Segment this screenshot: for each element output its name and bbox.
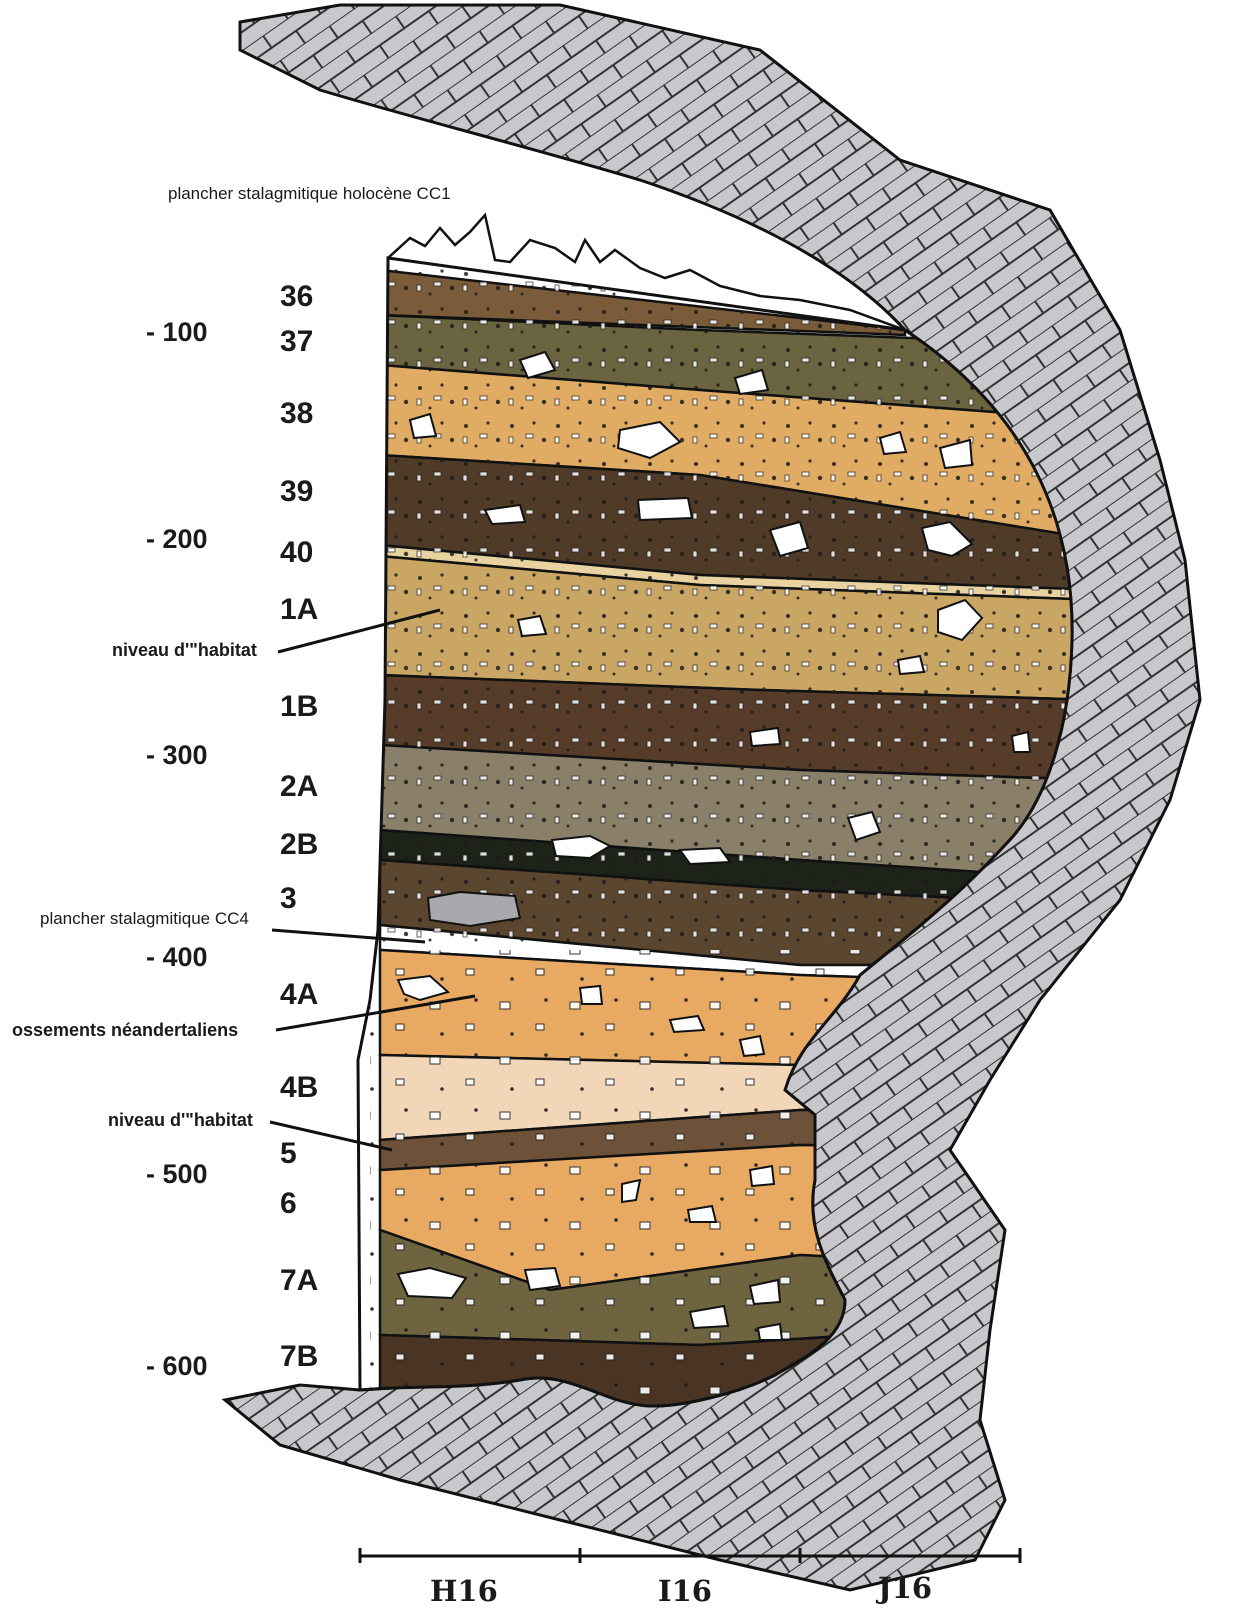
- flowstone-cc4-label: plancher stalagmitique CC4: [40, 909, 249, 928]
- layer-label: 4B: [280, 1071, 318, 1104]
- layer-label: 6: [280, 1187, 297, 1220]
- grid-square-label: J16: [875, 1571, 932, 1605]
- grid-square-label: H16: [430, 1574, 498, 1608]
- layer-label: 2B: [280, 828, 318, 861]
- depth-label: - 400: [146, 942, 208, 972]
- layer-label: 40: [280, 536, 313, 569]
- layer-label: 1B: [280, 690, 318, 723]
- layer-label: 3: [280, 882, 297, 915]
- layer-label: 4A: [280, 978, 318, 1011]
- layer-label: 7A: [280, 1264, 318, 1297]
- depth-label: - 300: [146, 740, 208, 770]
- depth-label: - 600: [146, 1351, 208, 1381]
- habitat-level-1a-label: niveau d'"habitat: [112, 640, 257, 660]
- layer-label: 36: [280, 280, 313, 313]
- layer-label: 7B: [280, 1340, 318, 1373]
- layer-label: 39: [280, 475, 313, 508]
- layer-label: 38: [280, 397, 313, 430]
- depth-label: - 500: [146, 1159, 208, 1189]
- layer-label: 5: [280, 1137, 297, 1170]
- grid-square-label: I16: [658, 1574, 712, 1608]
- neandertal-bones-label: ossements néandertaliens: [12, 1020, 238, 1040]
- depth-label: - 100: [146, 317, 208, 347]
- layer-label: 2A: [280, 770, 318, 803]
- layer-label: 37: [280, 325, 313, 358]
- layer-label: 1A: [280, 593, 318, 626]
- depth-scale: - 100 - 200 - 300 - 400 - 500 - 600: [146, 317, 208, 1381]
- habitat-level-5-label: niveau d'"habitat: [108, 1110, 253, 1130]
- depth-label: - 200: [146, 524, 208, 554]
- flowstone-cc1-label: plancher stalagmitique holocène CC1: [168, 184, 451, 203]
- layer-labels: 36 37 38 39 40 1A 1B 2A 2B 3 4A 4B 5 6 7…: [280, 280, 318, 1373]
- grid-square-axis: H16 I16 J16: [360, 1548, 1020, 1608]
